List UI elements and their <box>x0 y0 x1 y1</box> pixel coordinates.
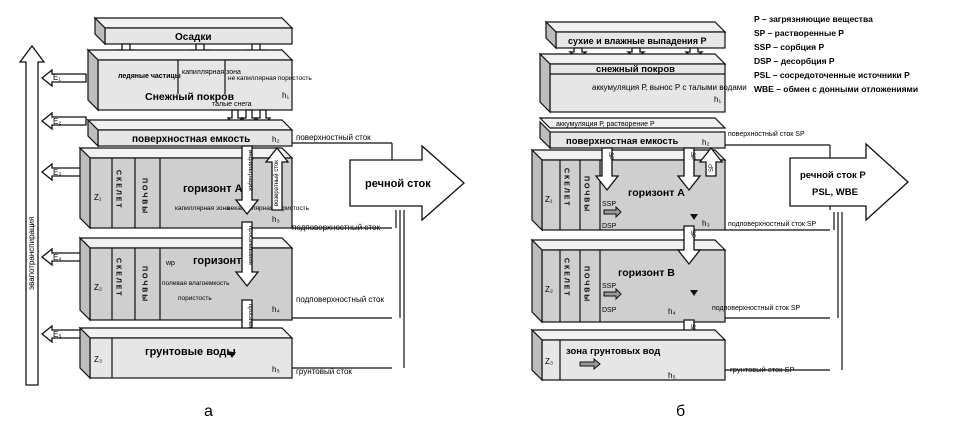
precipitation-label: Осадки <box>175 32 212 43</box>
skeleton-label-a1: С К Е Л Е Т <box>115 170 122 208</box>
horizon-a-box-b: Z₁ С К Е Л Е Т П О Ч В Ы SSP DSP горизон… <box>532 150 830 230</box>
deposition-box: сухие и влажные выпадения Р <box>546 22 725 58</box>
subsurface-runoff-label-b2: подповерхностный сток SP <box>712 304 801 312</box>
field-capacity-label: полевая влагоемкость <box>162 280 230 287</box>
surface-runoff-label-b: поверхностный сток SP <box>728 130 805 138</box>
percolation-label-a1: просачивание <box>247 226 253 266</box>
ssp-label-b1: SSP <box>602 201 616 208</box>
snow-cover-box-b: снежный покров аккумуляция Р, вынос Р с … <box>540 54 747 112</box>
legend-item-ssp: SSP – сорбция Р <box>754 42 824 52</box>
legend: P – загрязняющие вещества SP – растворен… <box>754 14 918 94</box>
psl-wbe-label: PSL, WBE <box>812 187 858 198</box>
h2-label-b: h₂ <box>702 138 710 147</box>
river-runoff-arrow-a: речной сток <box>350 146 464 220</box>
infiltration-label-a: инфильтрация <box>247 150 253 191</box>
surface-runoff-label-a: поверхностный сток <box>296 133 371 142</box>
e5-label: E₅ <box>53 330 62 339</box>
z1-label-a: Z₁ <box>94 193 102 202</box>
panel-a-caption: а <box>204 403 213 420</box>
e3-label: E₃ <box>53 168 62 177</box>
river-runoff-label-b: речной сток Р <box>800 170 866 181</box>
sp-label-b3: SP <box>709 164 715 172</box>
soil-label-b1: П О Ч В Ы <box>583 176 590 211</box>
h1-label-a: h₁ <box>282 91 289 100</box>
skeleton-label-b1: С К Е Л Е Т <box>563 168 570 206</box>
river-runoff-arrow-b: речной сток Р PSL, WBE <box>790 144 908 220</box>
h4-label-a: h₄ <box>272 305 280 314</box>
snow-cover-box: ледяные частицы капиллярная зона не капи… <box>88 50 312 110</box>
h4-label-b: h₄ <box>668 307 676 316</box>
sp-label-b1: SP <box>607 152 613 160</box>
e4-label: E₄ <box>53 253 62 262</box>
skeleton-label-b2: С К Е Л Е Т <box>563 258 570 296</box>
h3-label-a: h₃ <box>272 215 280 224</box>
surface-storage-box: поверхностная емкость h₂ поверхностный с… <box>88 120 392 146</box>
groundwater-label: грунтовые воды <box>145 346 236 358</box>
subsurface-runoff-label-b1: подповерхностный сток SP <box>728 220 817 228</box>
panel-b: сухие и влажные выпадения Р снежный покр… <box>532 14 918 420</box>
surface-accumulation-label: аккумуляция Р, растворение Р <box>556 121 655 128</box>
capillary-porosity-label-1: не капиллярная пористость <box>228 75 312 82</box>
wp-label: wp <box>165 260 175 267</box>
z3-label-a: Z₃ <box>94 355 102 364</box>
h1-label-b: h₁ <box>714 95 721 104</box>
soil-label-b2: П О Ч В Ы <box>583 266 590 301</box>
dsp-label-b2: DSP <box>602 307 617 314</box>
h2-label-a: h₂ <box>272 135 280 144</box>
noncapillary-porosity-label: некапиллярная пористость <box>227 205 310 212</box>
h3-label-b: h₃ <box>702 219 710 228</box>
skeleton-label-a2: С К Е Л Е Т <box>115 258 122 296</box>
surface-storage-label: поверхностная емкость <box>132 134 250 145</box>
groundwater-zone-box-b: Z₃ зона грунтовых вод h₅ грунтовый сток … <box>532 330 830 380</box>
panel-b-caption: б <box>676 403 685 420</box>
horizon-a-label-b: горизонт А <box>628 187 685 199</box>
sp-label-b4: SP <box>689 230 695 238</box>
snow-accumulation-label: аккумуляция Р, вынос Р с талыми водами <box>592 83 747 92</box>
e2-label: E₂ <box>53 117 61 126</box>
surface-storage-box-b: аккумуляция Р, растворение Р поверхностн… <box>540 118 830 148</box>
h5-label-b: h₅ <box>668 371 676 380</box>
deposition-label: сухие и влажные выпадения Р <box>568 36 706 46</box>
z1-label-b: Z₁ <box>545 195 553 204</box>
legend-item-psl: PSL – сосредоточенные источники Р <box>754 70 910 80</box>
ssp-label-b2: SSP <box>602 283 616 290</box>
horizon-b-label-b: горизонт В <box>618 267 675 279</box>
snow-accumulation-text: аккумуляция Р, вынос Р с талыми водами <box>592 83 747 92</box>
z2-label-b: Z₂ <box>545 285 553 294</box>
panel-a: эвапотранспирация E₁ E₂ E₃ E₄ E₅ Осадки <box>20 18 464 420</box>
legend-item-p: P – загрязняющие вещества <box>754 14 873 24</box>
sp-label-b2: SP <box>689 152 695 160</box>
soil-label-a2: П О Ч В Ы <box>141 266 148 301</box>
melt-label: талые снега <box>212 101 252 108</box>
surface-storage-label-b: поверхностная емкость <box>566 136 678 147</box>
evapotranspiration-label: эвапотранспирация <box>27 217 36 290</box>
z3-label-b: Z₃ <box>545 357 553 366</box>
groundwater-box: Z₃ грунтовые воды h₅ грунтовый сток <box>80 328 392 378</box>
ice-particles-label: ледяные частицы <box>118 73 181 80</box>
legend-item-dsp: DSP – десорбция Р <box>754 56 835 66</box>
subsurface-runoff-label-a2: подповерхностный сток <box>296 295 384 304</box>
soil-label-a1: П О Ч В Ы <box>141 178 148 213</box>
dsp-label-b1: DSP <box>602 223 617 230</box>
horizon-a-box: Z₁ С К Е Л Е Т П О Ч В Ы горизонт А капи… <box>80 148 392 232</box>
groundwater-zone-label: зона грунтовых вод <box>566 346 660 357</box>
horizon-a-label: горизонт А <box>183 183 243 195</box>
river-runoff-label-a: речной сток <box>365 178 431 190</box>
horizon-b-box: Z₂ С К Е Л Е Т П О Ч В Ы wp горизонт В п… <box>80 238 392 320</box>
porosity-label: пористость <box>178 295 212 302</box>
evapotranspiration-arrow: эвапотранспирация <box>20 46 44 385</box>
z2-label-a: Z₂ <box>94 283 102 292</box>
h5-label-a: h₅ <box>272 365 280 374</box>
e1-label: E₁ <box>53 73 61 82</box>
legend-item-wbe: WBE – обмен с донными отложениями <box>754 84 918 94</box>
legend-item-sp: SP – растворенные Р <box>754 28 844 38</box>
capillary-zone-label-2: капиллярная зона <box>175 205 230 212</box>
return-flow-label: возвратный сток <box>273 160 280 206</box>
snow-cover-label-b: снежный покров <box>596 64 675 75</box>
